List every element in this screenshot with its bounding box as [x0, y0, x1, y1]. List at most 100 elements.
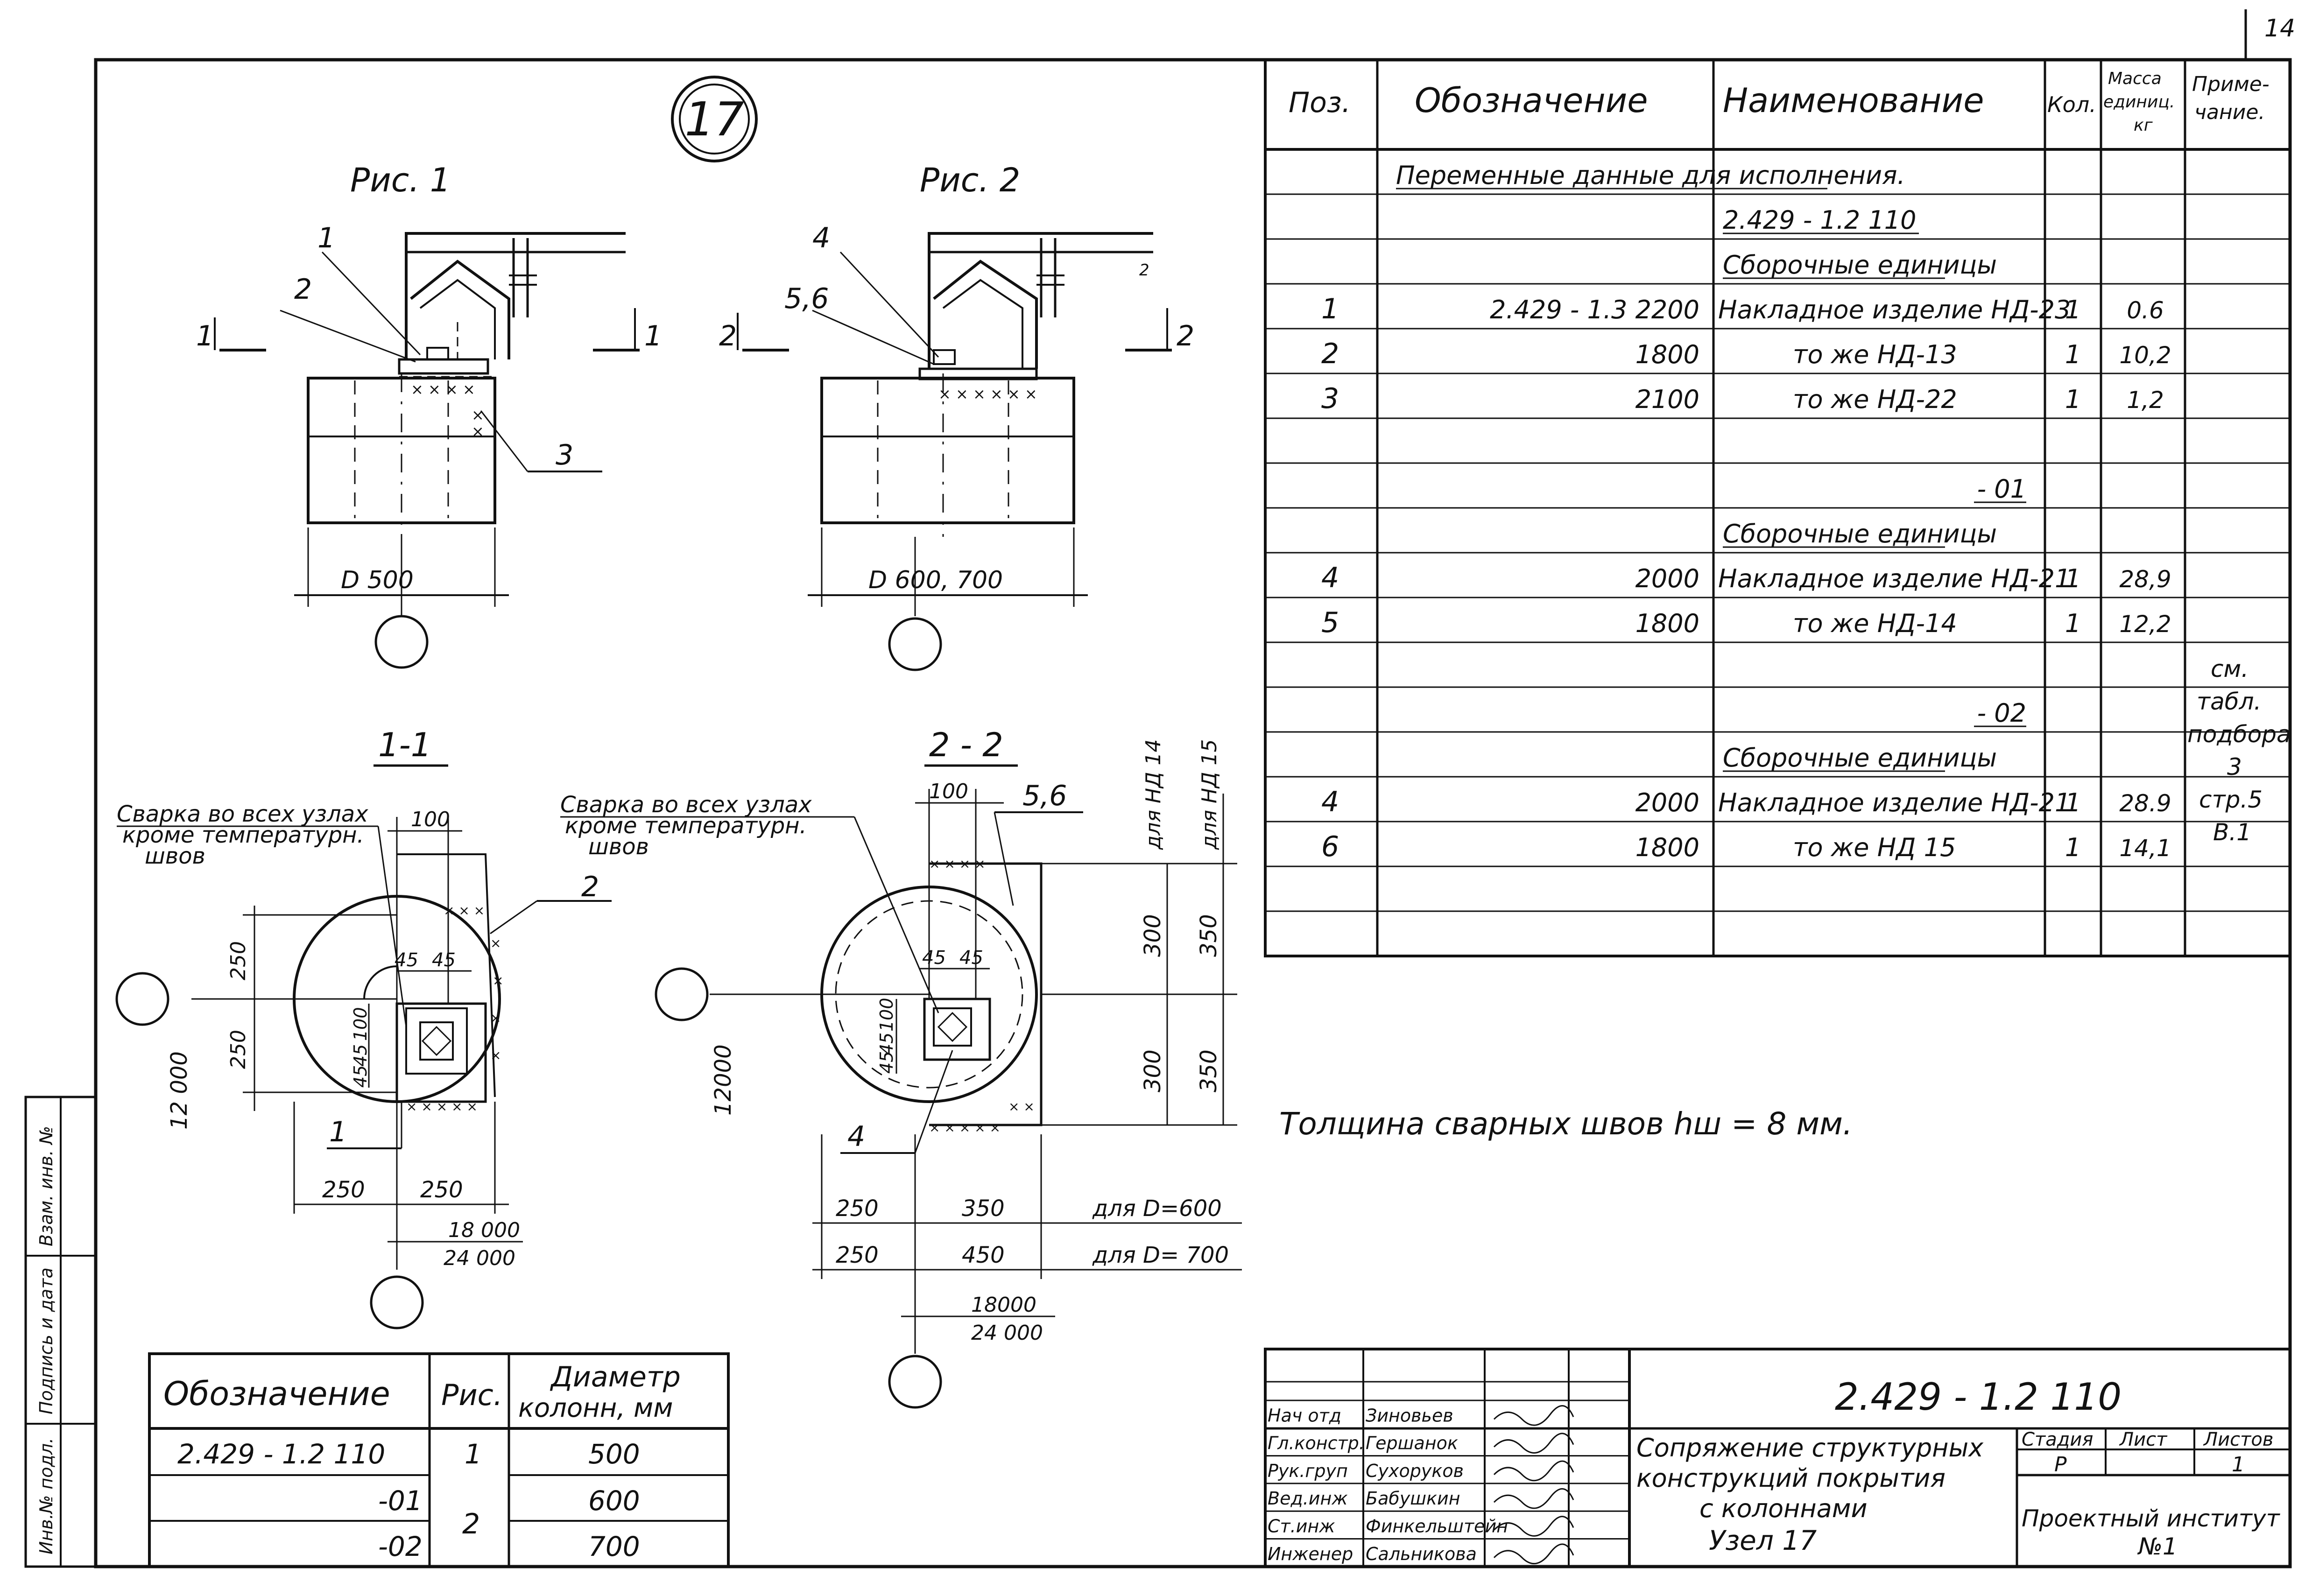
staff-role: Вед.инж [1268, 1488, 1348, 1509]
spec-cell-designation: 1800 [1635, 340, 1699, 369]
sec1-weld-note-line1: Сварка во всех узлах [117, 801, 368, 827]
spec-cell-pos: 3 [1321, 382, 1339, 415]
variants-header-diam-2: колонн, мм [518, 1393, 673, 1423]
sec2-dim-300b: 300 [1140, 1049, 1166, 1092]
variants-row1-des: 2.429 - 1.2 110 [177, 1438, 385, 1470]
figure-2: Рис. 2 × × × × × × 2 4 5,6 2 2 D 600, 70… [719, 161, 1194, 671]
title-sheet-label: Лист [2119, 1429, 2168, 1450]
sec1-dim-18000: 18 000 [448, 1218, 520, 1242]
page-number: 14 [2264, 14, 2295, 42]
specification-table: Поз. Обозначение Наименование Кол. Масса… [1264, 58, 2291, 957]
sec2-row2-c: для D= 700 [1092, 1242, 1229, 1268]
signature [1493, 1488, 1574, 1509]
axis-bubble [370, 1275, 424, 1329]
spec-cell-mass: 12,2 [2119, 611, 2171, 638]
spec-note-line3: подбора [2187, 721, 2291, 748]
sec1-dim-v45b: 45 [350, 1065, 371, 1088]
sec2-weld-note-line3: швов [588, 834, 649, 860]
title-sheets-label: Листов [2203, 1429, 2273, 1450]
spec-rows: Переменные данные для исполнения. 2.429 -… [1265, 161, 2290, 957]
svg-text:×: × [490, 935, 501, 951]
title-code: 2.429 - 1.2 110 [1835, 1375, 2122, 1419]
section-1-1-label: 1-1 [378, 726, 431, 764]
title-line4: Узел 17 [1709, 1525, 1817, 1556]
staff-name: Сальникова [1366, 1544, 1477, 1564]
fig1-pos-3: 3 [556, 439, 573, 471]
stamp-replace-inv: Взам. инв. № [36, 1126, 56, 1246]
staff-role: Инженер [1268, 1544, 1353, 1564]
axis-bubble [374, 615, 429, 669]
sec1-dim-v45a: 45 [350, 1044, 371, 1067]
sec2-label-nd15: для НД 15 [1198, 739, 1221, 850]
spec-cell-qty: 1 [2065, 564, 2081, 593]
title-org-line1: Проектный институт [2022, 1505, 2281, 1532]
spec-cell-pos: 1 [1321, 293, 1339, 325]
variants-header-diam-1: Диаметр [550, 1361, 681, 1393]
signature [1493, 1405, 1574, 1426]
fig2-pos-4: 4 [812, 222, 830, 254]
fig1-diameter: D 500 [341, 566, 414, 594]
sec2-dim-v45b: 45 [876, 1051, 897, 1074]
cut-mark-2-right: 2 [1177, 320, 1194, 352]
spec-cell-qty: 1 [2065, 788, 2081, 817]
svg-text:× × ×: × × × [444, 903, 485, 918]
sec2-dim-12000: 12000 [710, 1044, 736, 1116]
variants-header-designation: Обозначение [163, 1375, 390, 1413]
spec-cell-name: Сборочные единицы [1723, 743, 1997, 773]
fig1-pos-1: 1 [317, 222, 335, 254]
title-stage-label: Стадия [2022, 1429, 2093, 1450]
figure-1: Рис. 1 × × × × × × 1 2 3 1 [196, 161, 662, 669]
stamp-inv-orig: Инв.№ подл. [36, 1438, 56, 1554]
variants-row1-diam: 500 [588, 1438, 640, 1470]
fig2-label: Рис. 2 [920, 161, 1020, 199]
spec-note-line1: см. [2211, 655, 2249, 682]
sec1-dim-100: 100 [411, 808, 450, 831]
staff-name: Зиновьев [1366, 1405, 1453, 1426]
sec1-weld-note-line3: швов [145, 843, 205, 869]
spec-header-pos: Поз. [1289, 86, 1351, 119]
spec-cell-pos: 6 [1321, 830, 1339, 863]
svg-text:× × × × × ×: × × × × × × [938, 385, 1037, 403]
staff-role: Ст.инж [1268, 1516, 1335, 1537]
svg-text:×: × [490, 1048, 501, 1063]
spec-cell-name: то же НД-14 [1793, 609, 1957, 638]
sec2-dim-100: 100 [929, 780, 968, 803]
sec1-dim-250-top: 250 [226, 941, 250, 980]
cut-mark-1-right: 1 [644, 320, 662, 352]
spec-note-line5: стр.5 [2199, 786, 2263, 813]
sec1-dim-45a: 45 [395, 949, 418, 971]
weld-marks: × × × × [411, 380, 475, 398]
sec2-row1-c: для D=600 [1092, 1195, 1222, 1222]
title-line1: Сопряжение структурных [1636, 1433, 1984, 1462]
spec-cell-qty: 1 [2065, 385, 2081, 414]
svg-text:×: × [490, 1010, 501, 1026]
spec-cell-name: - 01 [1977, 474, 2026, 504]
spec-cell-mass: 14,1 [2119, 835, 2171, 862]
spec-cell-pos: 4 [1321, 562, 1339, 594]
spec-cell-designation: 2000 [1635, 788, 1699, 817]
sec1-dim-h250b: 250 [420, 1177, 463, 1203]
variants-row2-des: -01 [378, 1485, 423, 1517]
spec-cell-name: Переменные данные для исполнения. [1396, 161, 1905, 190]
spec-header-note-1: Приме- [2192, 72, 2270, 96]
sec1-dim-45b: 45 [432, 949, 456, 971]
stamp-signature-date: Подпись и дата [36, 1267, 56, 1414]
variants-row2-diam: 600 [588, 1485, 640, 1517]
title-stage: Р [2054, 1453, 2067, 1476]
spec-cell-mass: 0.6 [2127, 297, 2164, 324]
svg-text:×: × [472, 422, 484, 440]
sec1-dim-h250a: 250 [322, 1177, 365, 1203]
sec1-dim-24000: 24 000 [444, 1246, 515, 1270]
spec-cell-designation: 2000 [1635, 564, 1699, 593]
fig2-pos-56: 5,6 [784, 282, 829, 315]
spec-cell-mass: 28.9 [2119, 790, 2171, 817]
sec2-dim-45b: 45 [959, 947, 983, 969]
variants-header-fig: Рис. [441, 1378, 502, 1412]
spec-cell-designation: 2.429 - 1.3 2200 [1490, 295, 1699, 324]
title-line3: с колоннами [1699, 1494, 1868, 1523]
spec-cell-mass: 1,2 [2127, 387, 2164, 414]
staff-role: Гл.констр. [1268, 1433, 1365, 1454]
sec1-dim-v100: 100 [350, 1007, 371, 1041]
axis-bubble [655, 967, 709, 1021]
